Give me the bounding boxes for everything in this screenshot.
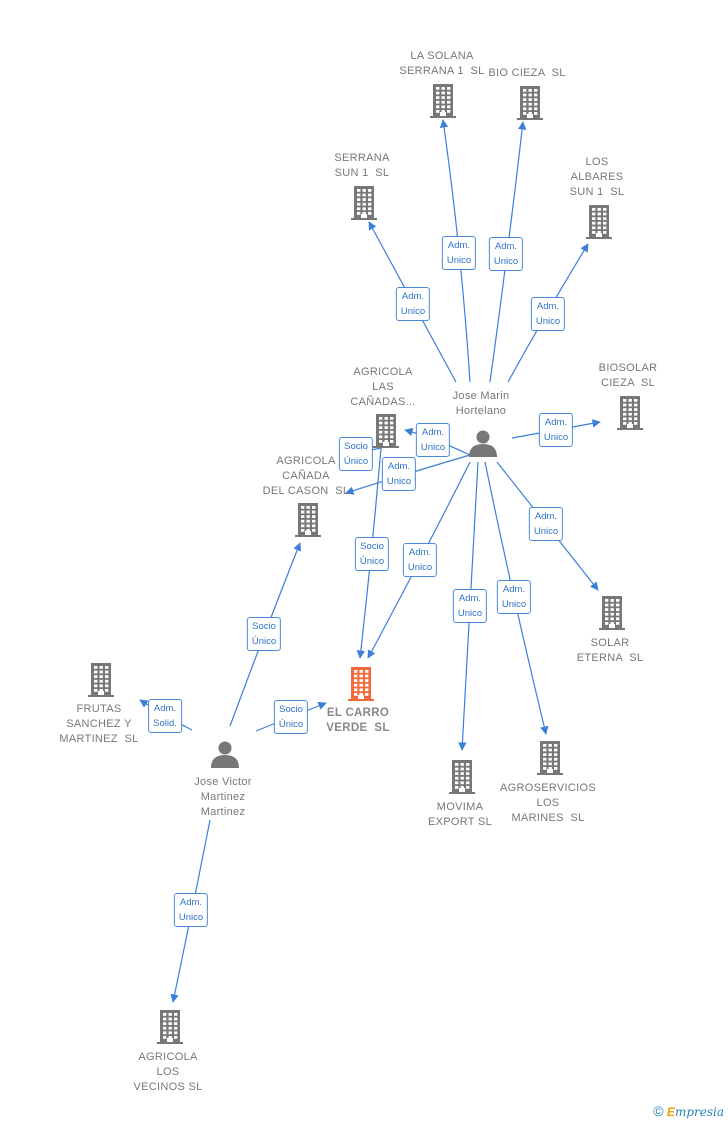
node-label-jose-marin[interactable]: Jose Marin Hortelano — [452, 390, 510, 417]
node-label-agricola-vecinos[interactable]: AGRICOLA LOS VECINOS SL — [133, 1051, 203, 1093]
relation-label: Adm. Unico — [381, 457, 417, 491]
company-building-icon[interactable] — [373, 414, 399, 448]
company-building-icon[interactable] — [617, 396, 643, 430]
company-building-icon[interactable] — [449, 760, 475, 794]
company-building-icon[interactable] — [537, 741, 563, 775]
company-building-icon[interactable] — [599, 596, 625, 630]
relation-label: Adm. Unico — [452, 589, 488, 623]
empresia-logo: © Empresia — [653, 1103, 724, 1119]
relation-label: Adm. Unico — [402, 543, 438, 577]
relation-label: Socio Único — [273, 700, 309, 734]
relation-label: Adm. Unico — [441, 236, 477, 270]
relation-label: Adm. Unico — [496, 580, 532, 614]
node-label-frutas[interactable]: FRUTAS SANCHEZ Y MARTINEZ SL — [59, 703, 139, 745]
company-building-icon[interactable] — [517, 86, 543, 120]
company-building-icon[interactable] — [586, 205, 612, 239]
relation-label: Adm. Unico — [528, 507, 564, 541]
node-label-los-albares[interactable]: LOS ALBARES SUN 1 SL — [569, 156, 625, 198]
node-label-agroservicios[interactable]: AGROSERVICIOS LOS MARINES SL — [500, 782, 596, 824]
relation-label: Adm. Solid. — [148, 699, 182, 733]
node-label-biosolar[interactable]: BIOSOLAR CIEZA SL — [598, 362, 658, 389]
relation-label: Adm. Unico — [530, 297, 566, 331]
node-label-agricola-cason[interactable]: AGRICOLA CAÑADA DEL CASON SL — [262, 455, 350, 497]
relation-label: Adm. Unico — [415, 423, 451, 457]
relation-label: Socio Único — [246, 617, 282, 651]
logo-text: mpresia — [674, 1105, 724, 1119]
company-building-icon[interactable] — [430, 84, 456, 118]
node-label-solar-eterna[interactable]: SOLAR ETERNA SL — [576, 637, 644, 664]
person-icon[interactable] — [211, 741, 239, 769]
relation-label: Adm. Unico — [173, 893, 209, 927]
node-label-movima[interactable]: MOVIMA EXPORT SL — [427, 801, 493, 828]
person-icon[interactable] — [469, 430, 497, 458]
node-label-jose-victor[interactable]: Jose Victor Martinez Martinez — [194, 776, 252, 818]
node-label-agricola-canadas[interactable]: AGRICOLA LAS CAÑADAS... — [350, 366, 416, 408]
company-building-icon[interactable] — [157, 1010, 183, 1044]
node-label-el-carro[interactable]: EL CARRO VERDE SL — [326, 707, 390, 734]
company-building-icon[interactable] — [88, 663, 114, 697]
relation-label: Socio Único — [354, 537, 390, 571]
highlighted-company-icon[interactable] — [348, 667, 374, 701]
relation-label: Adm. Unico — [538, 413, 574, 447]
relation-label: Socio Único — [338, 437, 374, 471]
company-building-icon[interactable] — [295, 503, 321, 537]
copyright-symbol: © — [653, 1103, 664, 1119]
relation-label: Adm. Unico — [488, 237, 524, 271]
logo-initial: E — [666, 1105, 675, 1119]
node-label-serrana-sun[interactable]: SERRANA SUN 1 SL — [334, 152, 390, 179]
company-building-icon[interactable] — [351, 186, 377, 220]
node-label-bio-cieza[interactable]: BIO CIEZA SL — [488, 67, 566, 79]
node-label-la-solana[interactable]: LA SOLANA SERRANA 1 SL — [399, 50, 485, 77]
relation-label: Adm. Unico — [395, 287, 431, 321]
